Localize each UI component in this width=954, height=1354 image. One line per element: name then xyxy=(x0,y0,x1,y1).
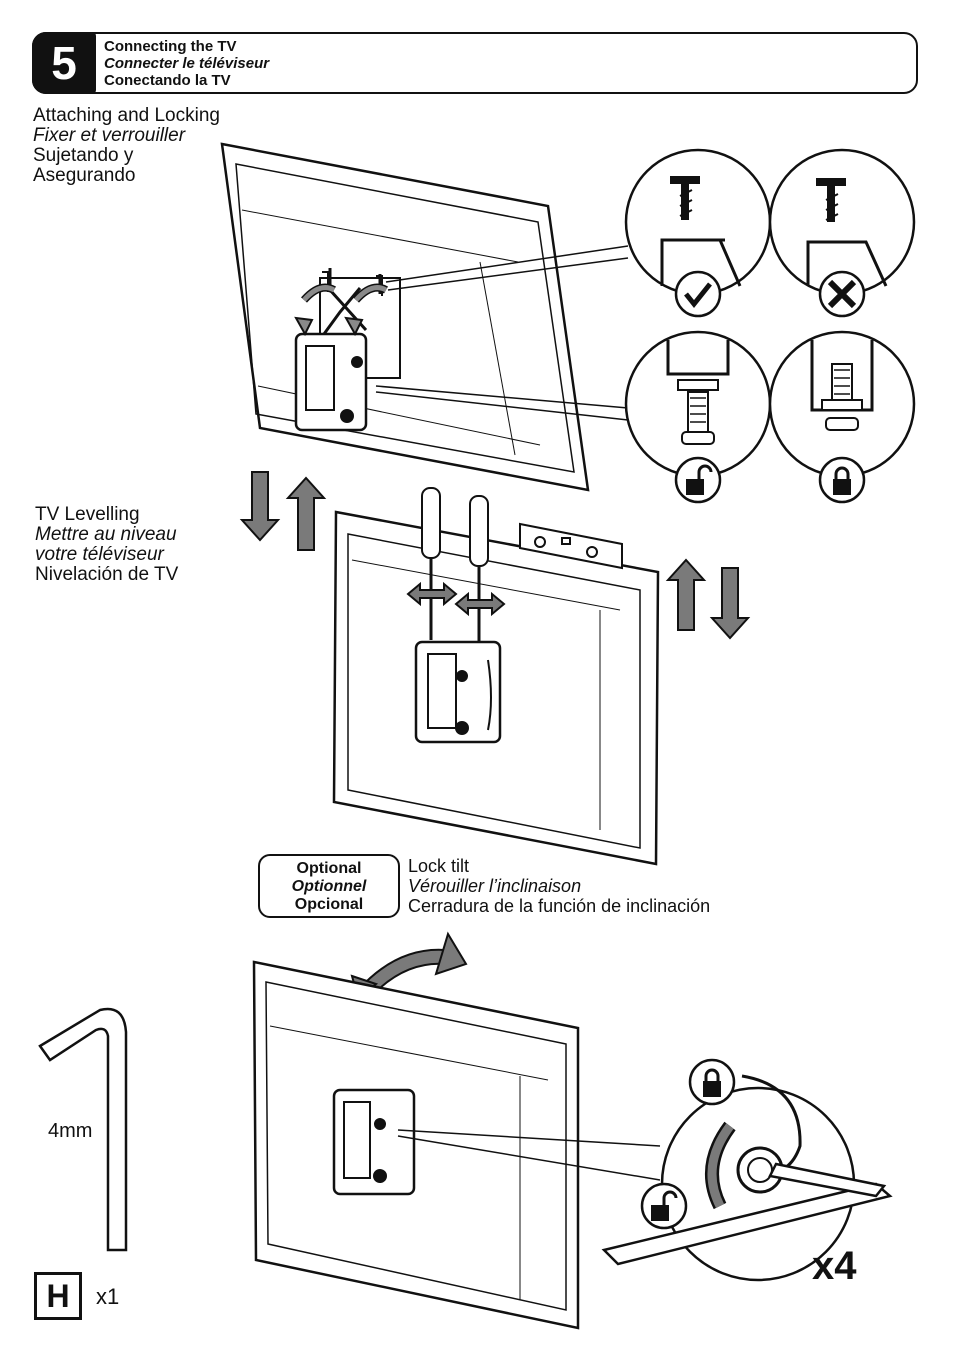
tool-quantity: x1 xyxy=(96,1284,120,1309)
locked-icon xyxy=(818,456,866,504)
levelling-es: Nivelación de TV xyxy=(35,564,179,585)
attach-caption: Attaching and Locking Fixer et verrouill… xyxy=(33,106,220,186)
locked-icon-tilt xyxy=(688,1058,736,1106)
step-number-badge: 5 xyxy=(32,32,96,94)
cross-icon xyxy=(818,270,866,318)
allen-key-tool xyxy=(38,1007,128,1252)
attach-es-2: Asegurando xyxy=(33,165,136,186)
optional-fr: Optionnel xyxy=(291,878,367,895)
bolt-quantity: x4 xyxy=(812,1244,857,1288)
attach-es-1: Sujetando y xyxy=(33,145,134,166)
tool-size-label: 4mm xyxy=(48,1120,93,1142)
arrows-up-down-right xyxy=(665,558,751,640)
arrows-down-up-left xyxy=(239,471,327,551)
bracket-levelling xyxy=(414,640,502,744)
screwdrivers xyxy=(406,487,506,650)
levelling-caption: TV Levelling Mettre au niveau votre télé… xyxy=(35,505,178,585)
optional-es: Opcional xyxy=(294,896,364,913)
tv-back-attach xyxy=(220,142,590,492)
bracket-tilt xyxy=(332,1088,416,1196)
unlocked-icon xyxy=(674,456,722,504)
step-title-en: Connecting the TV xyxy=(104,38,237,55)
step-title-es: Conectando la TV xyxy=(104,72,231,89)
levelling-en: TV Levelling xyxy=(35,504,140,525)
unlocked-icon-tilt xyxy=(640,1182,688,1230)
detail-unlocked xyxy=(624,330,772,478)
tool-letter-badge: H xyxy=(34,1272,82,1320)
optional-badge: Optional Optionnel Opcional xyxy=(258,854,400,918)
optional-en: Optional xyxy=(296,860,362,877)
spirit-level xyxy=(519,522,623,570)
hex-key-icon xyxy=(601,1162,893,1266)
lock-tilt-fr: Vérouiller l’inclinaison xyxy=(408,876,582,896)
lock-tilt-caption: Lock tilt Vérouiller l’inclinaison Cerra… xyxy=(408,856,710,916)
tv-back-tilt xyxy=(252,960,580,1330)
check-icon xyxy=(674,270,722,318)
detail-locked xyxy=(768,330,916,478)
step-title-fr: Connecter le téléviseur xyxy=(104,55,270,72)
levelling-fr-1: Mettre au niveau xyxy=(35,524,177,545)
levelling-fr-2: votre téléviseur xyxy=(35,544,164,565)
lock-tilt-es: Cerradura de la función de inclinación xyxy=(408,896,711,916)
bracket-attach xyxy=(294,268,401,432)
lock-tilt-en: Lock tilt xyxy=(408,856,470,876)
attach-fr: Fixer et verrouiller xyxy=(33,125,186,146)
attach-en: Attaching and Locking xyxy=(33,105,220,126)
